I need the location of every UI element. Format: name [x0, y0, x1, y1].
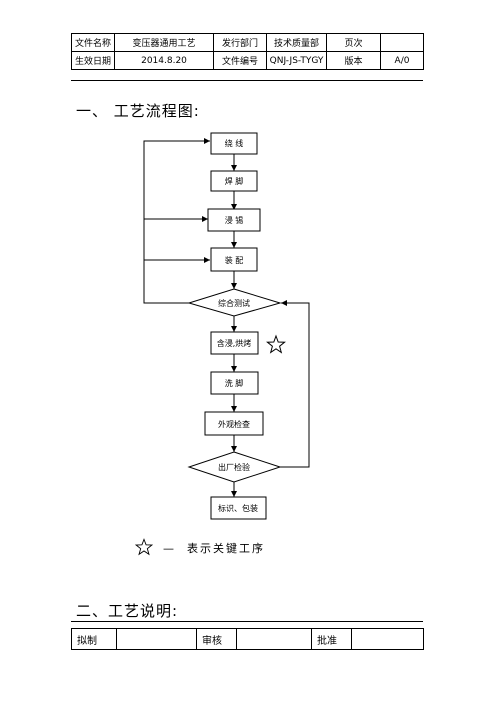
section-2-divider — [71, 621, 423, 622]
header-row-2: 生效日期 2014.8.20 文件编号 QNJ-JS-TYGY 版本 A/0 — [71, 51, 424, 70]
legend-text: — 表示关键工序 — [163, 540, 265, 556]
legend-star-icon — [135, 538, 153, 556]
label-drafted: 拟制 — [71, 628, 117, 650]
step-diamond-final — [187, 451, 282, 483]
value-effective-date: 2014.8.20 — [114, 51, 214, 70]
section-2-title: 二、工艺说明: — [76, 602, 179, 620]
signoff-table: 拟制 审核 批准 — [71, 628, 424, 650]
header-table: 文件名称 变压器通用工艺 发行部门 技术质量部 页次 生效日期 2014.8.2… — [71, 33, 424, 70]
loop-outer — [143, 138, 210, 304]
step-label-inspection: 外观检查 — [218, 419, 250, 429]
step-label-solder: 焊 脚 — [225, 176, 244, 186]
step-label-impregnate: 含浸,烘烤 — [217, 338, 252, 348]
step-box-winding — [210, 132, 258, 155]
step-label-label-pack: 标识、包装 — [218, 503, 258, 513]
step-label-wash: 洗 脚 — [225, 378, 244, 388]
key-process-star-icon — [266, 334, 286, 354]
value-drafted — [116, 628, 197, 650]
legend-dash: — — [163, 542, 176, 555]
header-row-1: 文件名称 变压器通用工艺 发行部门 技术质量部 页次 — [71, 33, 424, 52]
step-label-assembly: 装 配 — [225, 255, 244, 265]
step-label-final: 出厂检验 — [218, 462, 250, 472]
signoff-row: 拟制 审核 批准 — [71, 628, 424, 650]
step-diamond-test — [187, 288, 282, 317]
label-reviewed: 审核 — [196, 628, 237, 650]
value-version: A/0 — [380, 51, 424, 70]
label-approved: 批准 — [311, 628, 352, 650]
step-box-solder — [210, 170, 258, 192]
loop-right — [280, 300, 310, 468]
step-label-winding: 绕 线 — [225, 138, 244, 148]
step-box-tin — [207, 208, 261, 232]
step-box-wash — [210, 371, 259, 395]
step-box-inspection — [204, 411, 264, 436]
step-label-test: 综合测试 — [218, 298, 250, 308]
value-approved — [351, 628, 424, 650]
legend-label: 表示关键工序 — [187, 542, 265, 555]
step-box-label-pack — [210, 496, 267, 520]
step-label-tin: 浸 锡 — [225, 216, 244, 225]
step-box-impregnate — [210, 331, 259, 355]
value-reviewed — [236, 628, 312, 650]
step-box-assembly — [210, 247, 258, 272]
header-divider — [71, 80, 423, 81]
section-1-title: 一、 工艺流程图: — [76, 102, 200, 120]
